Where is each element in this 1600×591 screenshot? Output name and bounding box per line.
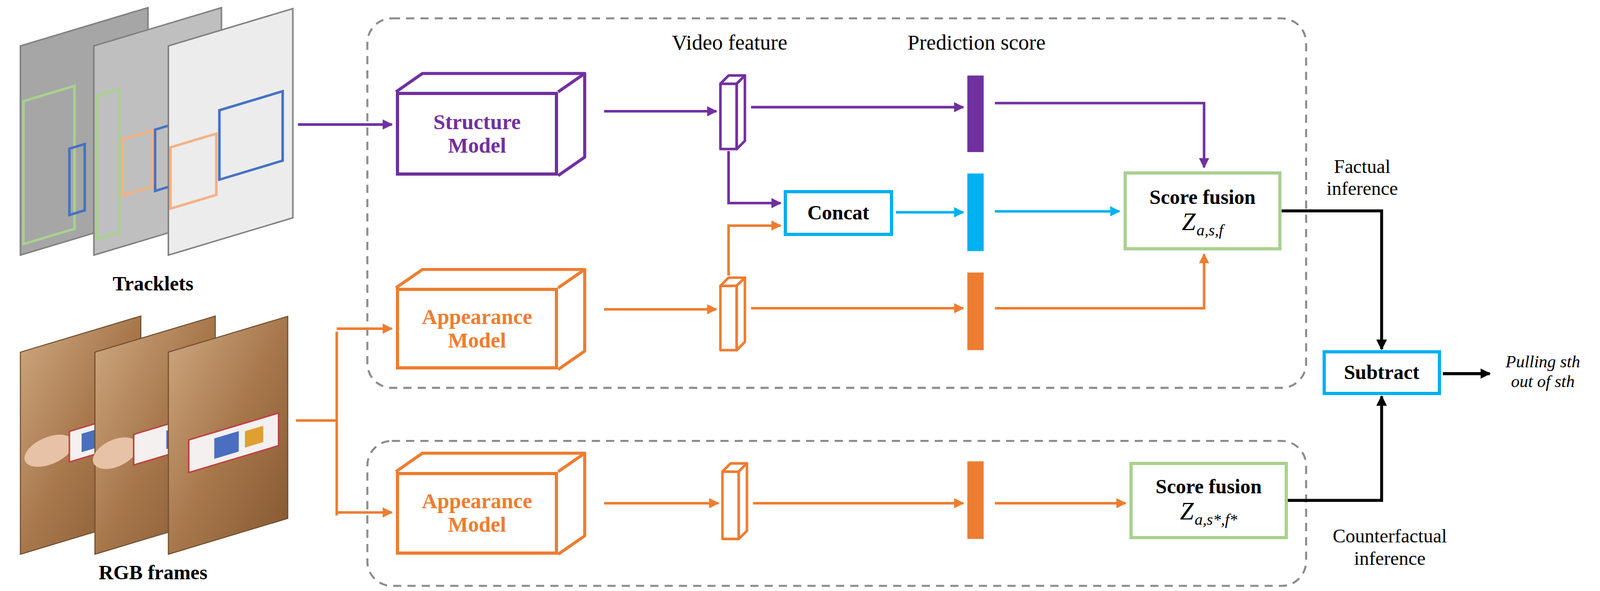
flow-arrow <box>728 225 782 276</box>
feature-face <box>738 463 747 539</box>
flow-arrow <box>603 307 716 311</box>
column-heading: Video feature <box>671 30 787 55</box>
hand <box>24 428 74 473</box>
feature-vector <box>720 277 745 350</box>
flow-arrow <box>994 209 1120 213</box>
box-print <box>244 425 264 448</box>
formula-subscript: a,s,f <box>1196 220 1224 239</box>
tracklet-frame <box>168 8 293 256</box>
frame-plate <box>168 8 293 256</box>
concat-box: Concat <box>783 189 894 236</box>
frame-photo <box>168 316 289 555</box>
score-bar <box>967 272 984 350</box>
formula-symbol: Z <box>1180 497 1194 525</box>
flow-arrow <box>336 327 392 330</box>
flow-arrow <box>728 150 782 204</box>
tracklet-box <box>170 133 217 209</box>
branch-label: Counterfactual inference <box>1320 524 1460 570</box>
flow-arrow <box>603 501 719 505</box>
flow-arrow <box>297 123 392 126</box>
formula-subscript: a,s*,f* <box>1194 510 1238 528</box>
flow-arrow <box>1442 371 1490 376</box>
flow-arrow <box>336 510 392 514</box>
flow-arrow <box>895 210 963 214</box>
output-label: Pulling sth out of sth <box>1495 351 1590 392</box>
structure-model: Structure Model <box>395 91 559 176</box>
score-bar <box>967 75 984 152</box>
feature-vector <box>720 75 745 149</box>
flow-arrow <box>751 306 964 310</box>
box-label: Concat <box>807 201 870 225</box>
feature-vector <box>722 463 747 539</box>
counterfactual-region <box>367 440 1307 586</box>
flow-arrow <box>994 501 1126 505</box>
flow-arrow <box>753 501 964 505</box>
appearance-model: Appearance Model <box>395 471 559 555</box>
hand <box>92 432 138 475</box>
formula-symbol: Z <box>1181 208 1196 236</box>
appearance-model: Appearance Model <box>395 287 559 370</box>
box-label: Score fusion <box>1149 186 1256 209</box>
flow-connector <box>1281 210 1382 349</box>
tracklet-box <box>23 85 75 244</box>
flow-arrow <box>994 102 1205 167</box>
flow-arrow <box>994 253 1205 308</box>
score-bar <box>967 460 984 539</box>
tracklet-box <box>122 130 154 196</box>
box-print <box>214 430 240 459</box>
formula-line: Za,s,f <box>1181 208 1224 236</box>
cuboid-depth <box>395 73 585 176</box>
subtract-box: Subtract <box>1322 349 1442 395</box>
column-heading: Prediction score <box>907 30 1046 55</box>
input-label: Tracklets <box>112 272 194 296</box>
score-bar <box>967 173 984 251</box>
flow-arrow <box>603 109 716 113</box>
cuboid-depth <box>395 269 585 370</box>
branch-label: Factual inference <box>1306 155 1419 200</box>
feature-face <box>720 83 737 149</box>
tracklet-box <box>97 89 120 239</box>
flow-line <box>335 331 339 515</box>
score-fusion-box: Score fusionZa,s,f <box>1123 171 1282 250</box>
feature-face <box>736 75 745 149</box>
formula-line: Za,s*,f* <box>1180 497 1238 525</box>
tracklet-box <box>219 91 283 180</box>
factual-region <box>367 18 1307 388</box>
feature-face <box>736 277 745 350</box>
rgb-frame <box>168 316 289 555</box>
feature-face <box>722 471 739 539</box>
box-label: Score fusion <box>1155 475 1262 498</box>
model-name: Appearance Model <box>412 489 541 537</box>
cuboid-edge <box>558 73 585 92</box>
score-fusion-box: Score fusionZa,s*,f* <box>1129 461 1288 539</box>
cuboid-depth <box>395 452 585 554</box>
feature-face <box>720 285 737 350</box>
flow-arrows <box>296 102 1491 515</box>
model-name: Appearance Model <box>412 305 541 353</box>
cuboid-edge <box>558 452 585 472</box>
flow-line <box>296 418 338 422</box>
box-label: Subtract <box>1343 361 1420 384</box>
tracklet-box <box>69 144 85 216</box>
flow-arrow <box>751 105 964 109</box>
cuboid-edge <box>558 269 585 288</box>
box-object <box>188 412 279 473</box>
input-label: RGB frames <box>98 560 208 585</box>
model-name: Structure Model <box>412 110 541 158</box>
flow-connector <box>1287 395 1382 500</box>
